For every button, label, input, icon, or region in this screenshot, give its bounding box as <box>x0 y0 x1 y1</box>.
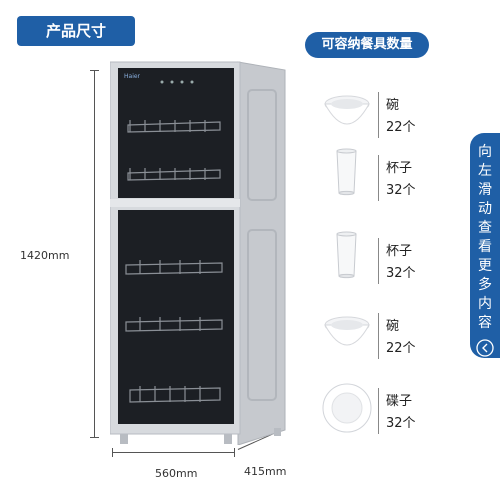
capacity-item: 杯子 32个 <box>320 145 440 215</box>
capacity-title: 可容纳餐具数量 <box>305 32 429 58</box>
capacity-item-name: 杯子 <box>386 244 413 259</box>
cabinet-image: Haier <box>110 61 286 445</box>
capacity-item-count: 32个 <box>386 266 416 281</box>
capacity-item-count: 22个 <box>386 120 416 135</box>
capacity-item: 碗 22个 <box>320 82 440 152</box>
cup-icon <box>336 148 357 196</box>
capacity-item-count: 22个 <box>386 341 416 356</box>
capacity-item-name: 碗 <box>386 98 400 113</box>
swipe-more-tab[interactable]: 向左滑动查看更多内容 <box>470 133 500 358</box>
width-dimension-line <box>112 448 235 457</box>
cup-icon <box>336 231 357 279</box>
plate-icon <box>322 383 372 433</box>
capacity-item-name: 杯子 <box>386 161 413 176</box>
capacity-item: 碟子 32个 <box>320 378 440 448</box>
height-dimension-line <box>90 70 99 438</box>
capacity-item-name: 碟子 <box>386 394 413 409</box>
bowl-icon <box>324 95 370 125</box>
capacity-item: 碗 22个 <box>320 303 440 373</box>
swipe-more-label: 向左滑动查看更多内容 <box>478 144 492 331</box>
capacity-item: 杯子 32个 <box>320 228 440 298</box>
capacity-item-count: 32个 <box>386 183 416 198</box>
page-title: 产品尺寸 <box>17 16 135 46</box>
capacity-item-name: 碗 <box>386 319 400 334</box>
brand-logo: Haier <box>124 73 141 80</box>
bowl-icon <box>324 316 370 346</box>
chevron-left-icon <box>476 339 494 357</box>
height-dimension-label: 1420mm <box>20 249 70 262</box>
capacity-item-count: 32个 <box>386 416 416 431</box>
width-dimension-label: 560mm <box>155 467 198 480</box>
depth-dimension-label: 415mm <box>244 465 287 478</box>
